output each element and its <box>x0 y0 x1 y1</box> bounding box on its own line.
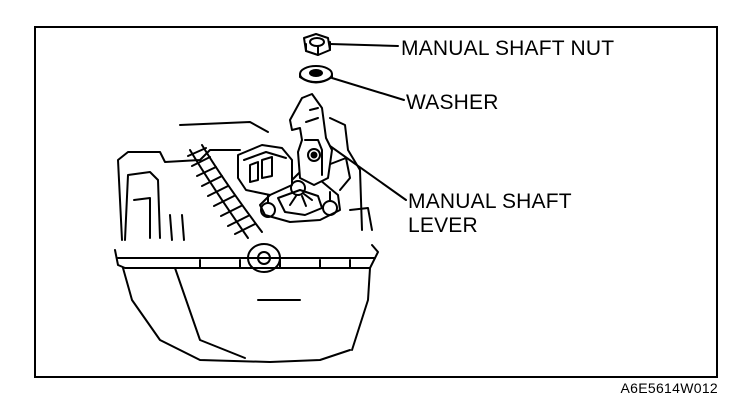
mounting-bolt <box>322 200 338 216</box>
figure-code: A6E5614W012 <box>620 380 718 396</box>
label-manual-shaft-nut: MANUAL SHAFT NUT <box>401 37 615 60</box>
leader-line-nut <box>329 43 399 47</box>
harness-connector <box>247 243 281 273</box>
leader-line-washer <box>331 77 405 101</box>
manual-shaft-lever <box>289 93 333 186</box>
leader-line-lever <box>329 145 407 201</box>
oil-pan <box>114 244 379 363</box>
transmission-case <box>117 117 373 241</box>
wire-harness <box>187 144 281 273</box>
manual-shaft-nut <box>303 33 331 56</box>
label-manual-shaft-lever: MANUAL SHAFT LEVER <box>408 190 572 238</box>
washer <box>299 65 333 84</box>
label-manual-shaft-lever-line2: LEVER <box>408 214 478 237</box>
inhibitor-switch <box>237 144 351 223</box>
label-manual-shaft-lever-line1: MANUAL SHAFT <box>408 190 572 213</box>
diagram-frame <box>34 26 718 378</box>
label-washer: WASHER <box>406 91 499 114</box>
